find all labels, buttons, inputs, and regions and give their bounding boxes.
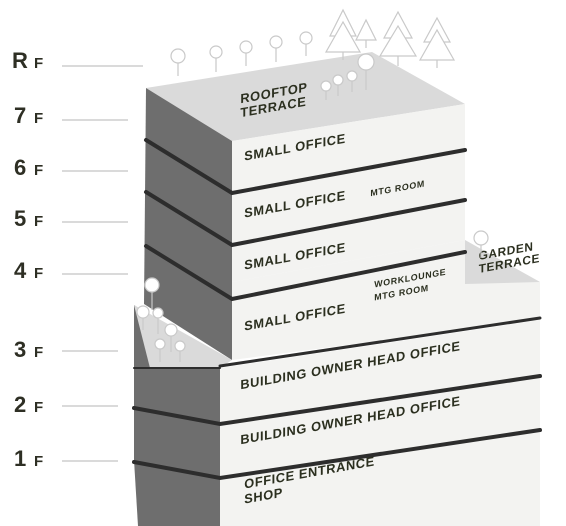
floor-label-5f: 5 F — [14, 206, 128, 231]
round-tree-icon — [239, 40, 253, 66]
floor-number: 3 — [14, 337, 26, 362]
floor-label-4f: 4 F — [14, 258, 128, 283]
divider-7-6 — [144, 138, 467, 196]
round-tree-icon — [154, 338, 166, 362]
room-f1-line2: SHOP — [244, 485, 283, 507]
floor-label-rf: R F — [12, 48, 143, 73]
divider-4-3 — [218, 316, 542, 368]
round-tree-icon — [269, 35, 283, 62]
floor-suffix: F — [34, 162, 43, 179]
tower-side-upper — [144, 88, 232, 360]
floor-label-3f: 3 F — [14, 337, 118, 362]
floor-suffix: F — [34, 55, 43, 72]
floor-suffix: F — [34, 399, 43, 416]
podium-front — [220, 320, 540, 526]
floor-number: R — [12, 48, 28, 73]
floor-label-1f: 1 F — [14, 446, 118, 471]
floor-number: 1 — [14, 446, 26, 471]
garden-terrace-surface — [465, 240, 540, 284]
floor-label-6f: 6 F — [14, 155, 128, 180]
floor-suffix: F — [34, 344, 43, 361]
round-tree-icon — [164, 323, 178, 352]
floor-suffix: F — [34, 110, 43, 127]
floor-number: 6 — [14, 155, 26, 180]
rooftop-surface — [146, 52, 465, 141]
round-tree-icon — [209, 45, 223, 72]
podium-trees — [136, 277, 186, 362]
round-tree-icon — [299, 31, 313, 56]
pine-tree-icon — [378, 10, 418, 66]
divider-5-4 — [144, 244, 467, 302]
pine-tree-icon — [355, 18, 377, 48]
round-tree-icon — [136, 305, 150, 330]
round-tree-icon — [152, 307, 164, 334]
round-tree-icon — [357, 53, 375, 90]
pine-tree-icon — [418, 16, 456, 68]
round-tree-icon — [170, 48, 186, 76]
floor-number: 5 — [14, 206, 26, 231]
floor-dividers — [132, 138, 542, 481]
floor-label-2f: 2 F — [14, 392, 118, 417]
floor-suffix: F — [34, 453, 43, 470]
tower-front-upper — [232, 104, 465, 282]
divider-6-5 — [144, 190, 467, 248]
floor-suffix: F — [34, 265, 43, 282]
round-tree-icon — [473, 230, 489, 246]
round-tree-icon — [346, 70, 358, 92]
floor-number: 7 — [14, 103, 26, 128]
divider-3-2 — [132, 374, 542, 427]
floor-label-7f: 7 F — [14, 103, 128, 128]
garden-terrace-tree — [473, 230, 489, 258]
floor-suffix: F — [34, 213, 43, 230]
floor-number: 2 — [14, 392, 26, 417]
round-tree-icon — [144, 277, 160, 310]
pine-tree-icon — [324, 8, 362, 60]
round-tree-icon — [174, 340, 186, 362]
rooftop-trees — [170, 8, 456, 100]
round-tree-icon — [320, 80, 332, 100]
divider-2-1 — [132, 428, 542, 481]
round-tree-icon — [332, 74, 344, 96]
floor-number: 4 — [14, 258, 27, 283]
